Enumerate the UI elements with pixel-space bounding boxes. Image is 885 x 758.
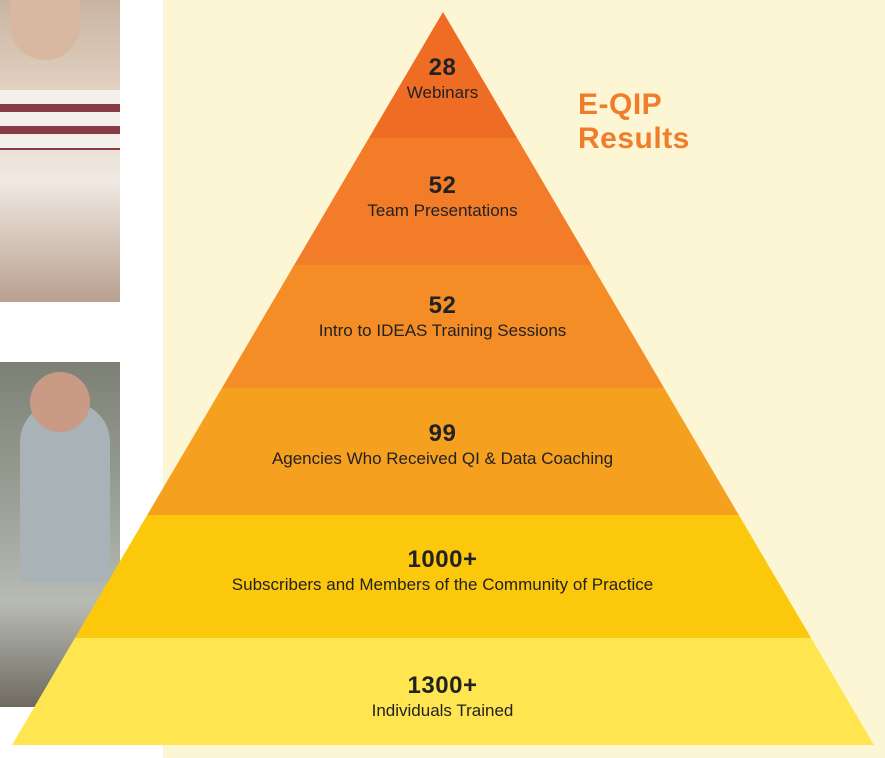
level-3-label: Intro to IDEAS Training Sessions [318, 321, 567, 340]
level-5-label: Subscribers and Members of the Community… [231, 575, 654, 594]
level-5-text: 1000+ Subscribers and Members of the Com… [0, 546, 885, 596]
level-2-text: 52 Team Presentations [0, 172, 885, 222]
level-1-text: 28 Webinars [0, 54, 885, 104]
pyramid-band-6 [12, 638, 874, 745]
level-4-number: 99 [428, 420, 457, 447]
level-6-text: 1300+ Individuals Trained [0, 672, 885, 722]
woman-with-glasses-photo [0, 0, 120, 302]
level-3-text: 52 Intro to IDEAS Training Sessions [0, 292, 885, 342]
pyramid-band-3 [221, 265, 665, 388]
shirt-shape [20, 402, 110, 582]
pyramid-title: E-QIP Results [578, 88, 690, 156]
level-2-label: Team Presentations [367, 201, 518, 220]
pyramid-band-2 [294, 138, 592, 265]
level-5-number: 1000+ [407, 546, 478, 573]
level-3-number: 52 [428, 292, 457, 319]
level-1-number: 28 [428, 54, 457, 81]
title-line-2: Results [578, 122, 690, 155]
level-4-label: Agencies Who Received QI & Data Coaching [271, 449, 614, 468]
pyramid-band-1 [368, 12, 518, 138]
pyramid-band-4 [147, 388, 739, 515]
pyramid-band-5 [74, 515, 812, 638]
level-2-number: 52 [428, 172, 457, 199]
title-line-1: E-QIP [578, 88, 663, 121]
head-shape [30, 372, 90, 432]
level-6-label: Individuals Trained [371, 701, 514, 720]
level-4-text: 99 Agencies Who Received QI & Data Coach… [0, 420, 885, 470]
striped-sweater-shape [0, 90, 120, 150]
level-1-label: Webinars [406, 83, 479, 102]
level-6-number: 1300+ [407, 672, 478, 699]
hair-shape [10, 0, 80, 60]
